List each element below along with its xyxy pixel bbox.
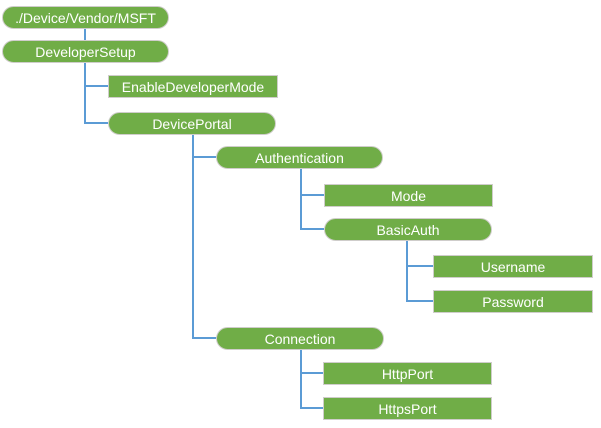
tree-node-deviceportal: DevicePortal [108,112,276,135]
tree-node-httpport: HttpPort [323,362,492,385]
connector-basicauth-stem [406,241,408,302]
connector-deviceportal-to-connection [192,337,217,339]
tree-node-enabledevelopermode: EnableDeveloperMode [108,75,278,98]
connector-authentication-to-mode [300,194,324,196]
tree-node-username: Username [433,255,593,278]
tree-node-developersetup: DeveloperSetup [2,40,169,63]
connector-developersetup-to-deviceportal [84,122,108,124]
tree-node-root: ./Device/Vendor/MSFT [2,6,169,29]
connector-connection-stem [300,350,302,409]
connector-authentication-stem [300,169,302,230]
tree-node-httpsport: HttpsPort [323,397,492,420]
tree-node-authentication: Authentication [216,146,383,169]
tree-node-connection: Connection [216,327,384,350]
connector-developersetup-to-enabledevelopermode [84,85,108,87]
connector-deviceportal-stem [192,135,194,339]
connector-root-to-developersetup [84,29,86,40]
connector-connection-to-httpsport [300,407,323,409]
tree-node-password: Password [433,290,593,313]
connector-developersetup-stem [84,63,86,124]
connector-basicauth-to-password [406,300,433,302]
tree-node-mode: Mode [324,184,493,207]
connector-connection-to-httpport [300,372,323,374]
connector-authentication-to-basicauth [300,228,324,230]
connector-deviceportal-to-authentication [192,156,217,158]
connector-basicauth-to-username [406,265,433,267]
tree-node-basicauth: BasicAuth [324,218,492,241]
